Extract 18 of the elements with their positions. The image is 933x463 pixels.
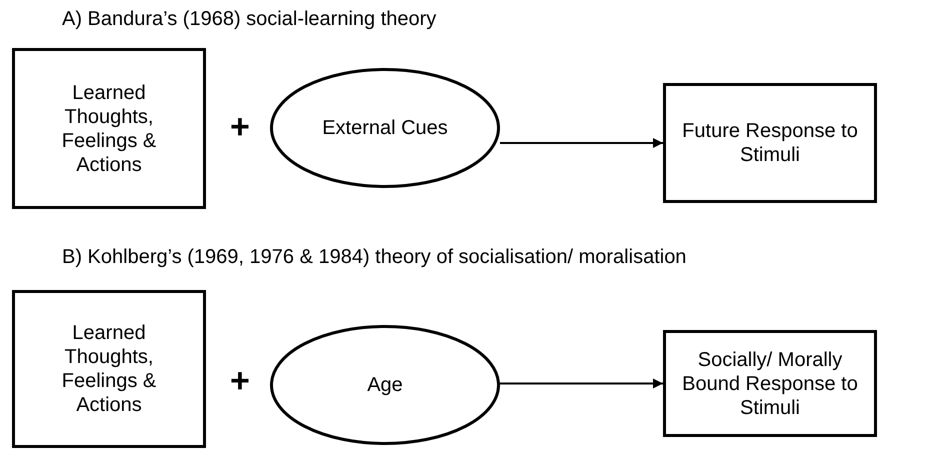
node-text: Socially/ Morally Bound Response to Stimuli — [681, 348, 859, 420]
node-text: Learned Thoughts, Feelings & Actions — [60, 80, 158, 176]
node-text: Age — [367, 373, 403, 397]
plus-sign: + — [230, 108, 250, 147]
section-heading: B) Kohlberg’s (1969, 1976 & 1984) theory of socialisation/ moralisation — [62, 246, 686, 269]
node-text: Future Response to Stimuli — [681, 119, 859, 167]
process-box — [12, 290, 206, 448]
ellipse-node — [270, 68, 500, 188]
node-text: Learned Thoughts, Feelings & Actions — [60, 321, 158, 417]
arrow — [500, 138, 663, 148]
ellipse-node — [270, 325, 500, 445]
process-box — [12, 48, 206, 209]
arrow — [500, 378, 663, 388]
process-box — [663, 83, 877, 203]
section-heading: A) Bandura’s (1968) social-learning theory — [62, 8, 436, 31]
plus-sign: + — [230, 362, 250, 401]
process-box — [663, 330, 877, 437]
node-text: External Cues — [322, 116, 448, 140]
